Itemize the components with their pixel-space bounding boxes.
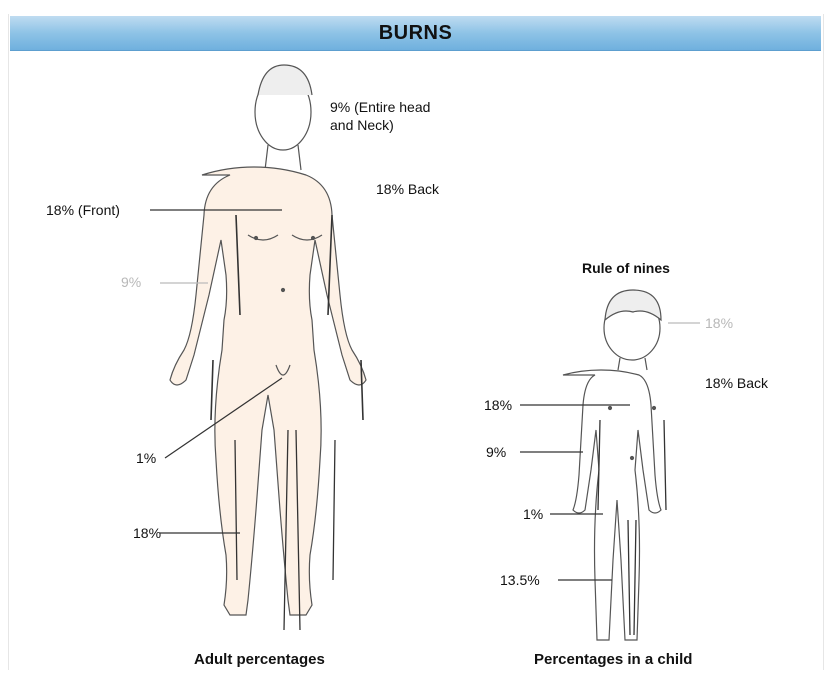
adult-groin-label: 1% [136,450,156,466]
child-arm-label: 9% [486,444,506,460]
child-head-label: 18% [705,315,733,331]
child-back-label: 18% Back [705,375,768,391]
adult-leg-label: 18% [133,525,161,541]
adult-back-label: 18% Back [376,181,439,197]
adult-caption: Adult percentages [194,651,325,668]
child-caption: Percentages in a child [534,651,692,668]
adult-head-label: 9% (Entire head [330,99,430,115]
adult-front-label: 18% (Front) [46,202,120,218]
adult-head-label-cont: and Neck) [330,117,394,133]
rule-of-nines-label: Rule of nines [582,260,670,276]
adult-arm-label: 9% [121,274,141,290]
child-leg-label: 13.5% [500,572,540,588]
child-front-label: 18% [484,397,512,413]
child-groin-label: 1% [523,506,543,522]
